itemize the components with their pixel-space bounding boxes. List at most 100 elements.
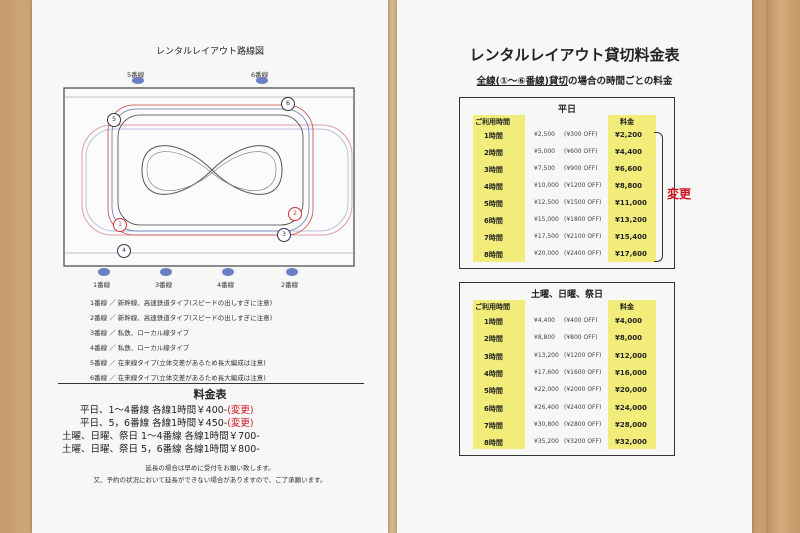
weekend-row-off: (¥1200 OFF): [564, 351, 602, 359]
fee-line-4: 土曜、日曜、祭日 5，6番線 各線1時間￥800-: [62, 444, 260, 455]
weekend-row-off: (¥800 OFF): [564, 334, 598, 342]
weekday-row-time: 5時間: [484, 200, 503, 208]
weekday-row-off: (¥900 OFF): [564, 165, 598, 172]
weekend-row: 7時間¥30,800(¥2800 OFF)¥28,000: [460, 418, 674, 436]
weekday-row-off: (¥2400 OFF): [564, 250, 602, 257]
weekday-row-time: 3時間: [484, 166, 503, 174]
fee-table-title: 料金表: [193, 388, 227, 401]
weekend-row-base: ¥17,600: [534, 368, 559, 376]
change-label: 変更: [667, 187, 692, 201]
weekday-row: 4時間¥10,000(¥1200 OFF)¥8,800: [460, 179, 674, 197]
weekday-row-time: 4時間: [484, 183, 503, 191]
weekday-row-off: (¥1800 OFF): [564, 216, 602, 223]
weekday-row-price: ¥13,200: [615, 216, 647, 224]
weekend-row-price: ¥16,000: [615, 368, 647, 377]
line-label-3: 3番線: [155, 281, 173, 289]
weekend-col-time: ご利用時間: [475, 303, 510, 311]
line-label-2: 2番線: [281, 281, 299, 289]
charter-title: レンタルレイアウト貸切料金表: [469, 46, 680, 64]
weekend-row-time: 5時間: [484, 387, 503, 396]
weekend-row-base: ¥30,800: [534, 420, 559, 428]
weekend-row: 1時間¥4,400(¥400 OFF)¥4,000: [460, 314, 674, 332]
route-map-title: レンタルレイアウト路線図: [155, 47, 264, 57]
weekday-row-base: ¥7,500: [534, 165, 555, 172]
weekday-row: 8時間¥20,000(¥2400 OFF)¥17,600: [460, 247, 674, 265]
weekday-row-time: 2時間: [484, 149, 503, 157]
weekend-time-column: [473, 300, 525, 449]
line-marker-2: [286, 268, 298, 276]
weekday-price-column: [608, 115, 656, 262]
charter-subtitle: 全線(①～⑥番線)貸切の場合の時間ごとの料金: [476, 76, 673, 87]
weekday-row: 3時間 ¥7,500 (¥900 OFF) ¥6,600: [460, 162, 674, 180]
weekday-row-off: (¥1500 OFF): [564, 199, 602, 206]
weekday-row-price: ¥4,400: [615, 148, 643, 156]
weekend-row-base: ¥26,400: [534, 403, 559, 411]
weekday-row-time: 7時間: [484, 234, 503, 242]
weekend-row-price: ¥24,000: [615, 403, 647, 412]
weekday-row: 1時間¥2,500(¥300 OFF)¥2,200: [460, 128, 674, 146]
weekday-row-price: ¥6,600: [615, 165, 643, 173]
fee-line-3: 土曜、日曜、祭日 1～4番線 各線1時間￥700-: [62, 431, 260, 442]
weekend-col-price: 料金: [620, 303, 634, 311]
weekend-row: 3時間¥13,200(¥1200 OFF)¥12,000: [460, 349, 674, 367]
legend-line-6: 6番線 ／ 在来線タイプ(立体交差があるため長大編成は注意): [90, 374, 266, 382]
weekend-row-time: 8時間: [484, 439, 503, 448]
circle-6: 6: [281, 97, 295, 111]
weekend-row-price: ¥12,000: [615, 351, 647, 360]
weekday-row-base: ¥12,500: [534, 199, 559, 206]
note-1: 延長の場合は早めに受付をお願い致します。: [145, 464, 275, 472]
weekday-heading: 平日: [557, 105, 576, 115]
weekend-row-base: ¥4,400: [534, 317, 555, 324]
fee-change-1: (変更): [227, 405, 254, 416]
weekend-row: 6時間 ¥26,400 (¥2400 OFF) ¥24,000: [460, 401, 674, 419]
change-bracket: [654, 132, 663, 262]
weekend-row-time: 7時間: [484, 421, 503, 430]
line-label-6: 6番線: [251, 71, 269, 79]
weekday-row-time: 1時間: [484, 132, 503, 140]
weekday-row-price: ¥11,000: [615, 199, 647, 207]
weekday-row-base: ¥20,000: [534, 250, 559, 257]
weekday-row: 5時間 ¥12,500 (¥1500 OFF) ¥11,000: [460, 196, 674, 214]
weekend-row: 5時間¥22,000(¥2000 OFF)¥20,000: [460, 383, 674, 401]
weekday-row-base: ¥15,000: [534, 216, 559, 223]
legend-line-2: 2番線 ／ 新幹線、高速鉄道タイプ(スピードの出しすぎに注意): [90, 314, 273, 322]
line-marker-6: [256, 77, 268, 84]
circle-2: 2: [288, 207, 302, 221]
weekday-row: 6時間¥15,000(¥1800 OFF)¥13,200: [460, 213, 674, 231]
weekday-row-price: ¥15,400: [615, 233, 647, 241]
weekend-row-off: (¥400 OFF): [564, 317, 598, 324]
line-label-5: 5番線: [127, 71, 145, 79]
weekday-time-column: [473, 115, 525, 262]
weekend-row-time: 2時間: [484, 335, 503, 344]
line-label-4: 4番線: [217, 281, 235, 289]
fee-change-2: (変更): [227, 418, 254, 429]
circle-1: 1: [113, 218, 127, 232]
weekend-row: 8時間¥35,200(¥3200 OFF)¥32,000: [460, 435, 674, 453]
legend-line-4: 4番線 ／ 私鉄、ローカル線タイプ: [90, 344, 190, 352]
circle-3: 3: [277, 228, 291, 242]
line-marker-5: [132, 77, 144, 84]
weekday-row-base: ¥10,000: [534, 182, 559, 189]
weekend-row-time: 3時間: [484, 352, 503, 361]
weekend-row-off: (¥3200 OFF): [564, 438, 602, 446]
weekday-row-off: (¥300 OFF): [564, 131, 598, 138]
weekday-row-off: (¥600 OFF): [564, 148, 598, 155]
weekend-row-off: (¥2000 OFF): [564, 386, 602, 394]
wood-post: [766, 0, 800, 533]
line-marker-4: [222, 268, 234, 276]
weekday-row-off: (¥2100 OFF): [564, 233, 602, 240]
weekend-row-off: (¥1600 OFF): [564, 368, 602, 376]
circle-5: 5: [107, 113, 121, 127]
line-label-1: 1番線: [93, 281, 111, 289]
weekend-row: 4時間¥17,600(¥1600 OFF)¥16,000: [460, 366, 674, 384]
weekend-row-off: (¥2400 OFF): [564, 403, 602, 411]
weekend-row-time: 6時間: [484, 404, 503, 413]
weekday-table: 平日 ご利用時間 料金 1時間¥2,500(¥300 OFF)¥2,200 2時間…: [459, 97, 675, 269]
weekend-row-price: ¥32,000: [615, 438, 647, 447]
weekday-row: 2時間¥5,000(¥600 OFF)¥4,400: [460, 145, 674, 163]
track-layout-diagram: [63, 87, 355, 267]
weekday-row: 7時間¥17,500(¥2100 OFF)¥15,400: [460, 230, 674, 248]
weekend-row-price: ¥20,000: [615, 386, 647, 395]
weekday-col-price: 料金: [620, 118, 634, 126]
weekday-col-time: ご利用時間: [475, 118, 510, 126]
